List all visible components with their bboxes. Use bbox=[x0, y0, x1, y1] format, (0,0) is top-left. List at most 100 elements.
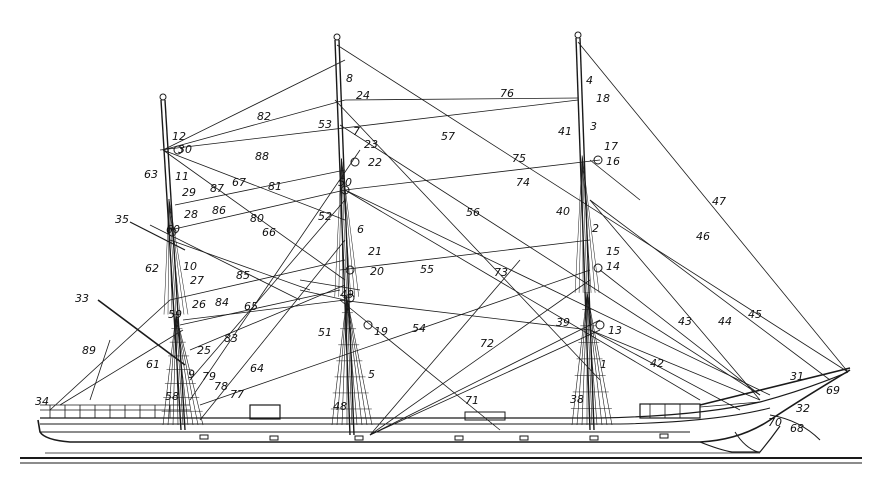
mizzen-gaff bbox=[97, 299, 186, 366]
block-circle bbox=[593, 155, 603, 165]
topmast-shroud bbox=[168, 198, 189, 315]
rigging-label-53: 53 bbox=[318, 118, 332, 131]
rigging-label-57: 57 bbox=[441, 130, 455, 143]
rigging-label-75: 75 bbox=[512, 152, 526, 165]
rigging-label-8: 8 bbox=[346, 72, 353, 85]
rigging-label-25: 25 bbox=[197, 344, 211, 357]
rigging-label-59: 59 bbox=[168, 308, 182, 321]
topmast-shroud bbox=[338, 158, 342, 297]
topmast-shroud bbox=[168, 198, 185, 315]
rigging-label-2: 2 bbox=[592, 222, 599, 235]
rigging-line bbox=[49, 299, 171, 411]
rigging-label-39: 39 bbox=[556, 316, 570, 329]
rigging-line bbox=[369, 259, 521, 436]
topmast-shroud bbox=[167, 198, 170, 315]
rigging-label-81: 81 bbox=[268, 180, 282, 193]
topmast-shroud bbox=[334, 158, 342, 297]
rigging-line bbox=[577, 41, 849, 373]
waterline bbox=[20, 452, 862, 464]
rigging-line bbox=[299, 289, 346, 301]
mizzen-mast-truck bbox=[159, 93, 167, 101]
rigging-line bbox=[339, 299, 501, 431]
rigging-label-10: 10 bbox=[183, 260, 197, 273]
rigging-label-29: 29 bbox=[182, 186, 196, 199]
rigging-line bbox=[589, 329, 741, 411]
rigging-label-24: 24 bbox=[356, 89, 370, 102]
rigging-line bbox=[189, 149, 361, 401]
rigging-label-77: 77 bbox=[230, 388, 244, 401]
topmast-shroud bbox=[341, 158, 347, 297]
rigging-line bbox=[589, 159, 641, 201]
rigging-label-85: 85 bbox=[236, 269, 250, 282]
rigging-label-19: 19 bbox=[374, 325, 388, 338]
rigging-line bbox=[59, 329, 184, 406]
rigging-label-41: 41 bbox=[558, 125, 572, 138]
rigging-label-46: 46 bbox=[696, 230, 710, 243]
rigging-label-31: 31 bbox=[790, 370, 804, 383]
rigging-label-55: 55 bbox=[420, 263, 434, 276]
rigging-label-80: 80 bbox=[250, 212, 264, 225]
rigging-label-61: 61 bbox=[146, 358, 160, 371]
rigging-line bbox=[189, 199, 346, 381]
rigging-label-49: 49 bbox=[340, 288, 354, 301]
rigging-line bbox=[339, 124, 761, 396]
main-mast-edge bbox=[338, 39, 355, 436]
rigging-line bbox=[174, 169, 346, 206]
rigging-label-64: 64 bbox=[250, 362, 264, 375]
rigging-line bbox=[339, 299, 591, 331]
rigging-label-68: 68 bbox=[790, 422, 804, 435]
rigging-label-62: 62 bbox=[145, 262, 159, 275]
rigging-label-54: 54 bbox=[412, 322, 426, 335]
rigging-label-83: 83 bbox=[224, 332, 238, 345]
main-mast-truck bbox=[333, 33, 341, 41]
rigging-line bbox=[162, 149, 346, 281]
rigging-line bbox=[589, 199, 761, 401]
rigging-line bbox=[369, 319, 601, 436]
mizzen-yard bbox=[129, 221, 186, 251]
rigging-line bbox=[89, 339, 111, 401]
rigging-label-7: 7 bbox=[353, 125, 360, 138]
topmast-shroud bbox=[341, 158, 343, 297]
rigging-label-65: 65 bbox=[244, 300, 258, 313]
rigging-line bbox=[149, 224, 301, 301]
rigging-line bbox=[169, 189, 346, 231]
rigging-label-35: 35 bbox=[115, 213, 129, 226]
rigging-label-50: 50 bbox=[338, 176, 352, 189]
rigging-line bbox=[339, 239, 591, 271]
rigging-label-70: 70 bbox=[768, 416, 782, 429]
rigging-label-16: 16 bbox=[606, 155, 620, 168]
rigging-label-11: 11 bbox=[175, 170, 189, 183]
rigging-label-66: 66 bbox=[262, 226, 276, 239]
block-circle bbox=[350, 157, 360, 167]
rigging-label-86: 86 bbox=[212, 204, 226, 217]
rigging-label-74: 74 bbox=[516, 176, 530, 189]
rigging-label-3: 3 bbox=[590, 120, 597, 133]
fore-mast-edge bbox=[579, 37, 595, 431]
rigging-label-89: 89 bbox=[82, 344, 96, 357]
rigging-label-69: 69 bbox=[826, 384, 840, 397]
block-circle bbox=[363, 320, 373, 330]
rigging-label-47: 47 bbox=[712, 195, 726, 208]
rigging-label-4: 4 bbox=[586, 74, 593, 87]
block-circle bbox=[173, 145, 183, 155]
rigging-label-58: 58 bbox=[165, 390, 179, 403]
mizzen-mast bbox=[160, 99, 182, 431]
rigging-label-17: 17 bbox=[604, 140, 618, 153]
rigging-line bbox=[179, 289, 341, 326]
rigging-label-63: 63 bbox=[144, 168, 158, 181]
hull bbox=[37, 369, 851, 453]
rigging-label-33: 33 bbox=[75, 292, 89, 305]
rigging-line bbox=[344, 189, 701, 401]
rigging-label-5: 5 bbox=[368, 368, 375, 381]
rigging-label-48: 48 bbox=[333, 400, 347, 413]
rigging-label-38: 38 bbox=[570, 393, 584, 406]
rigging-labels: 1234567891011121314151617181920212223242… bbox=[35, 72, 840, 435]
rigging-label-34: 34 bbox=[35, 395, 49, 408]
rigging-label-27: 27 bbox=[190, 274, 204, 287]
rigging-label-43: 43 bbox=[678, 315, 692, 328]
rigging-label-84: 84 bbox=[215, 296, 229, 309]
rigging-line bbox=[599, 269, 761, 396]
topmast-shroud bbox=[578, 155, 583, 293]
